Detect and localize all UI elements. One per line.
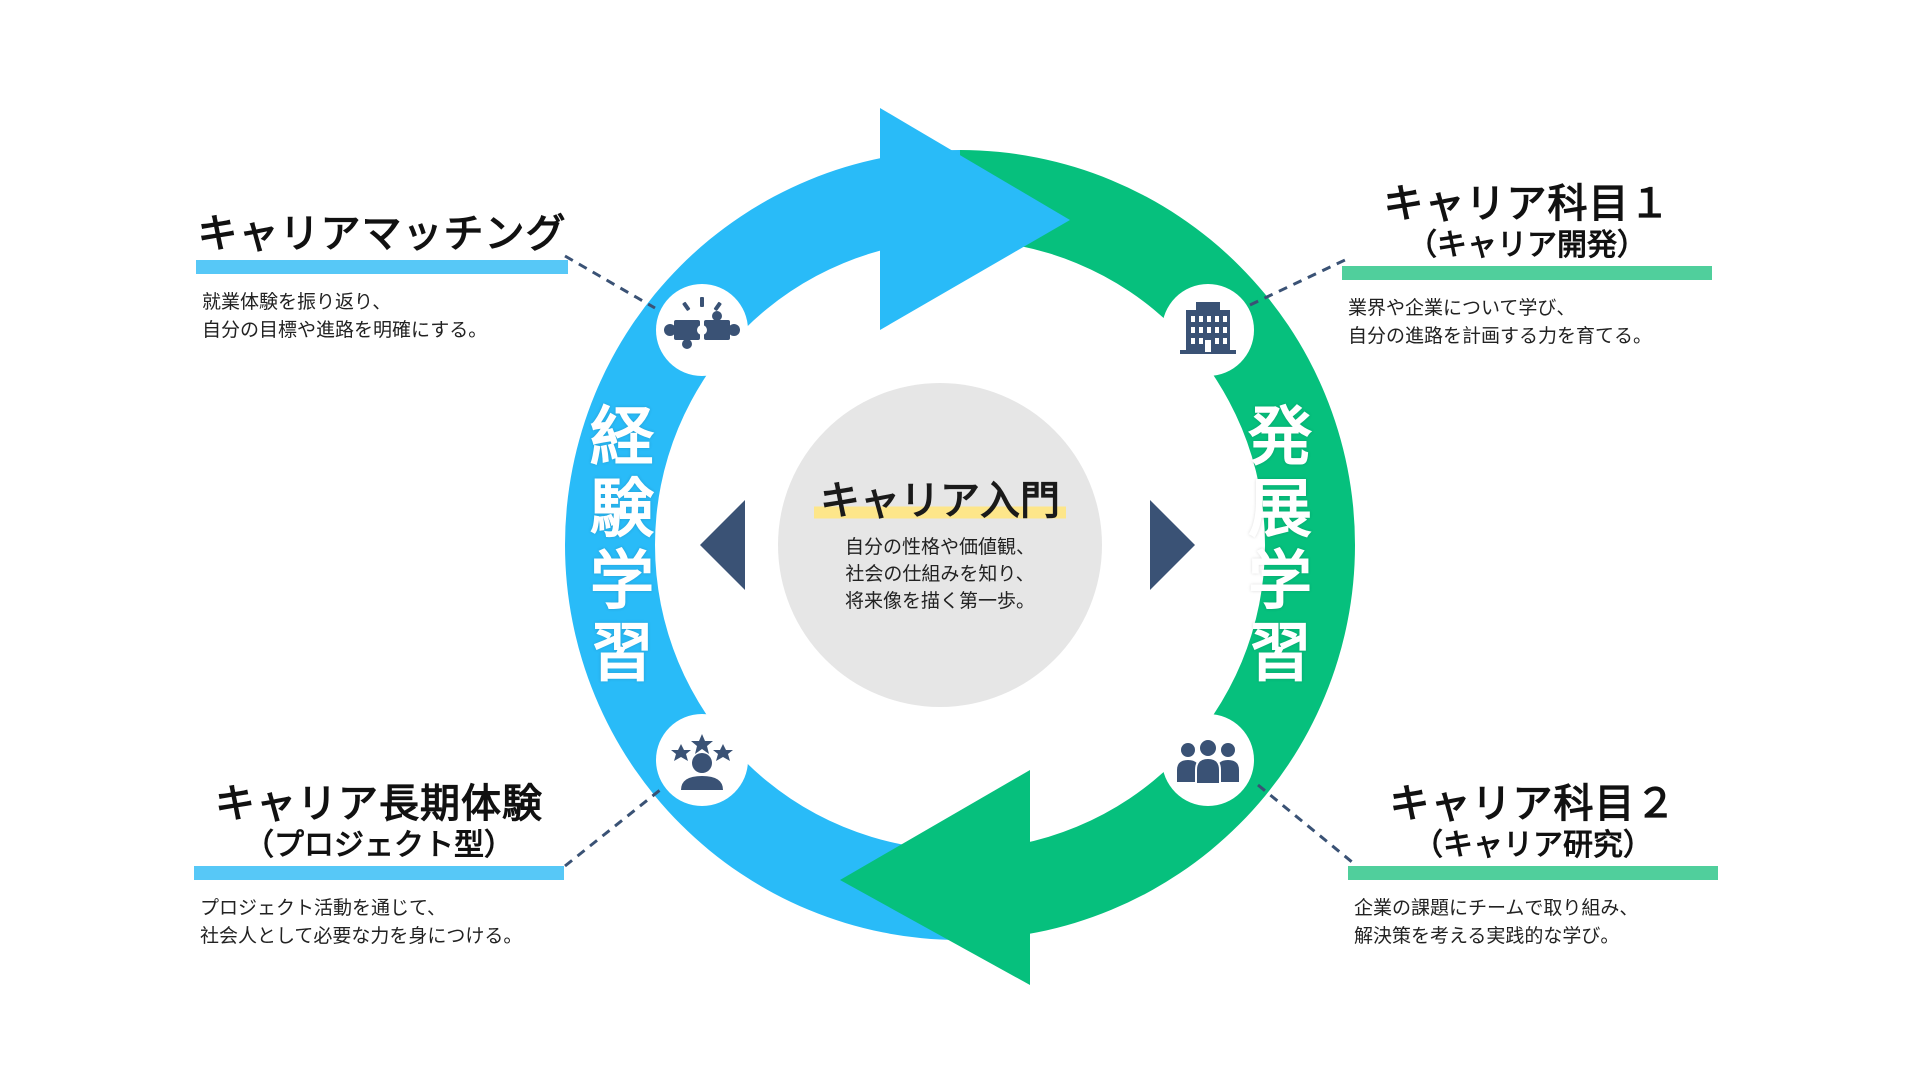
left-navy-arrow (700, 500, 745, 590)
node-title-bar (194, 866, 564, 880)
green-arrow-head (840, 770, 1030, 985)
node-title-bar (196, 260, 568, 274)
node-title-bar (1342, 266, 1712, 280)
node-top-right: キャリア科目１ （キャリア開発） 業界や企業について学び、 自分の進路を計画する… (1342, 180, 1712, 350)
node-subtitle: （プロジェクト型） (244, 828, 514, 863)
node-title: キャリア科目２ (1389, 781, 1677, 827)
node-description: 就業体験を振り返り、 自分の目標や進路を明確にする。 (202, 291, 488, 341)
node-description: プロジェクト活動を通じて、 社会人として必要な力を身につける。 (200, 897, 523, 947)
blue-arrow-head (880, 108, 1070, 330)
center-description: 自分の性格や価値観、 社会の仕組みを知り、 将来像を描く第一歩。 (844, 536, 1035, 612)
team-icon (1177, 740, 1239, 785)
center-content: キャリア入門 自分の性格や価値観、 社会の仕組みを知り、 将来像を描く第一歩。 (780, 478, 1100, 615)
node-title: キャリア科目１ (1383, 181, 1671, 227)
connector-top-right (1249, 258, 1346, 307)
connector-bottom-left (564, 788, 661, 868)
node-title: キャリア長期体験 (215, 781, 543, 827)
node-bottom-right: キャリア科目２ （キャリア研究） 企業の課題にチームで取り組み、 解決策を考える… (1348, 780, 1718, 950)
building-icon (1180, 302, 1236, 354)
node-subtitle: （キャリア研究） (1413, 828, 1653, 863)
person-stars-icon (671, 734, 733, 790)
left-ring-label: 経 験 学 習 (590, 401, 654, 691)
connector-bottom-right (1257, 783, 1353, 864)
node-top-left: キャリアマッチング 就業体験を振り返り、 自分の目標や進路を明確にする。 (196, 210, 568, 344)
center-title: キャリア入門 (814, 478, 1066, 524)
right-ring-label: 発 展 学 習 (1248, 401, 1312, 691)
connector-top-left (564, 254, 656, 310)
center-circle (778, 383, 1102, 707)
green-ring (960, 150, 1355, 940)
node-title-bar (1348, 866, 1718, 880)
node-title: キャリアマッチング (197, 211, 567, 257)
node-subtitle: （キャリア開発） (1407, 228, 1647, 263)
node-description: 企業の課題にチームで取り組み、 解決策を考える実践的な学び。 (1354, 897, 1639, 947)
right-navy-arrow (1150, 500, 1195, 590)
puzzle-icon (664, 297, 740, 349)
node-description: 業界や企業について学び、 自分の進路を計画する力を育てる。 (1348, 297, 1653, 347)
node-bottom-left: キャリア長期体験 （プロジェクト型） プロジェクト活動を通じて、 社会人として必… (194, 780, 564, 950)
